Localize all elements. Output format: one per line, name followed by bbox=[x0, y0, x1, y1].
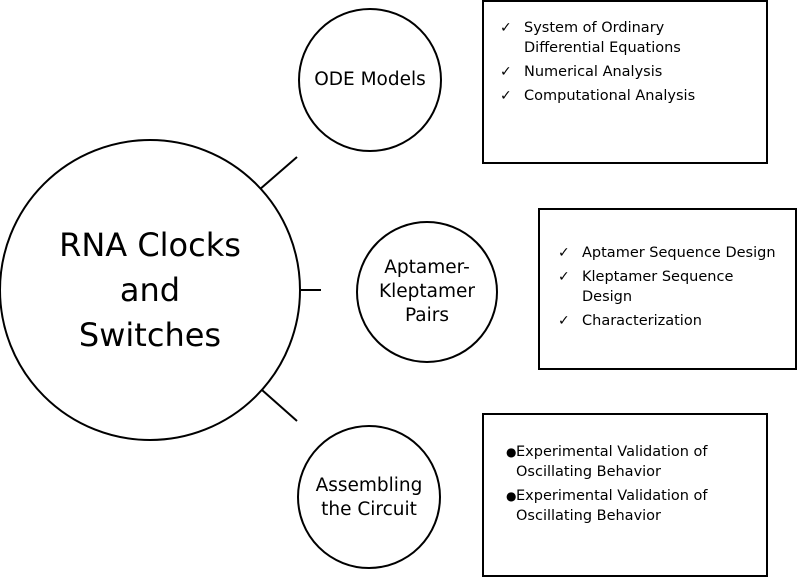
ode-models-box bbox=[482, 0, 768, 164]
list-item: ✓ System of Ordinary Differential Equati… bbox=[498, 18, 758, 58]
main-topic-line-1: RNA Clocks bbox=[59, 225, 241, 264]
list-item: ✓ Aptamer Sequence Design bbox=[556, 243, 794, 263]
connector-ode bbox=[258, 156, 298, 191]
aptamer-kleptamer-list: ✓ Aptamer Sequence Design ✓ Kleptamer Se… bbox=[556, 243, 794, 335]
main-topic-line-3: Switches bbox=[78, 315, 222, 354]
aptamer-label-line-2: Kleptamer bbox=[379, 281, 475, 302]
item-line-1: Characterization bbox=[582, 313, 702, 329]
item-line-2: Oscillating Behavior bbox=[516, 508, 662, 524]
ode-models-list: ✓ System of Ordinary Differential Equati… bbox=[498, 18, 758, 110]
list-item: ✓ Numerical Analysis bbox=[498, 62, 758, 82]
main-topic-circle bbox=[0, 139, 301, 441]
item-line-1: Experimental Validation of bbox=[516, 488, 708, 504]
item-line-2: Differential Equations bbox=[524, 40, 681, 56]
bullet-icon: ● bbox=[506, 489, 517, 503]
item-line-1: Aptamer Sequence Design bbox=[582, 245, 776, 261]
list-item: ✓ Characterization bbox=[556, 311, 794, 331]
connector-assembling bbox=[261, 389, 298, 422]
assembling-label-line-1: Assembling bbox=[315, 475, 423, 496]
aptamer-label-line-3: Pairs bbox=[404, 305, 450, 326]
assembling-circuit-list: ● Experimental Validation of Oscillating… bbox=[506, 442, 764, 530]
assembling-circuit-box bbox=[482, 413, 768, 577]
bullet-icon: ● bbox=[506, 445, 517, 459]
ode-models-circle bbox=[298, 8, 442, 152]
list-item: ● Experimental Validation of Oscillating… bbox=[506, 486, 764, 526]
assembling-circuit-circle bbox=[297, 425, 441, 569]
item-line-1: Experimental Validation of bbox=[516, 444, 708, 460]
item-line-1: System of Ordinary bbox=[524, 20, 665, 36]
item-line-1: Numerical Analysis bbox=[524, 64, 663, 80]
main-topic-label: RNA Clocks and Switches bbox=[40, 220, 260, 360]
item-line-1: Computational Analysis bbox=[524, 88, 696, 104]
aptamer-kleptamer-circle bbox=[356, 221, 498, 363]
item-line-2: Oscillating Behavior bbox=[516, 464, 662, 480]
check-icon: ✓ bbox=[558, 269, 570, 285]
item-line-2: Design bbox=[582, 289, 633, 305]
check-icon: ✓ bbox=[500, 64, 512, 80]
item-line-1: Kleptamer Sequence bbox=[582, 269, 734, 285]
check-icon: ✓ bbox=[558, 313, 570, 329]
list-item: ✓ Kleptamer Sequence Design bbox=[556, 267, 794, 307]
aptamer-kleptamer-box bbox=[538, 208, 797, 370]
list-item: ● Experimental Validation of Oscillating… bbox=[506, 442, 764, 482]
check-icon: ✓ bbox=[500, 88, 512, 104]
assembling-label-line-2: the Circuit bbox=[321, 499, 417, 520]
main-topic-line-2: and bbox=[119, 270, 181, 309]
aptamer-kleptamer-label: Aptamer- Kleptamer Pairs bbox=[367, 254, 487, 330]
check-icon: ✓ bbox=[558, 245, 570, 261]
list-item: ✓ Computational Analysis bbox=[498, 86, 758, 106]
assembling-circuit-label: Assembling the Circuit bbox=[309, 473, 429, 523]
ode-models-label: ODE Models bbox=[310, 66, 430, 94]
check-icon: ✓ bbox=[500, 20, 512, 36]
ode-models-label-line-1: ODE Models bbox=[314, 69, 426, 90]
aptamer-label-line-1: Aptamer- bbox=[384, 257, 470, 278]
